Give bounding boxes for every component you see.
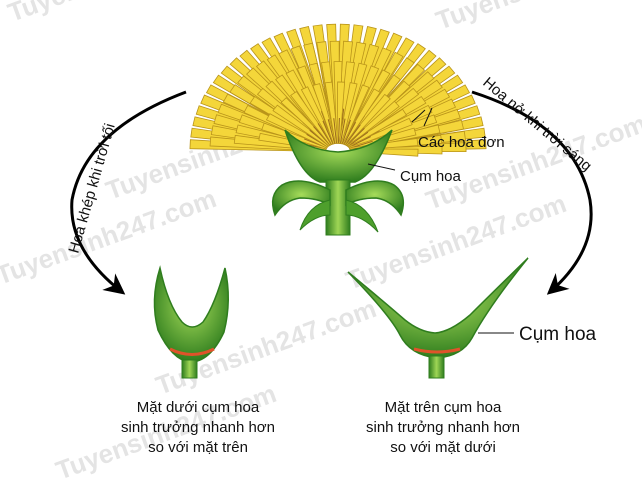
floret-stalk <box>345 124 361 146</box>
floret-stalk <box>333 118 338 144</box>
right-caption-line-1: Mặt trên cụm hoa <box>385 399 502 416</box>
arrow-close-at-night <box>70 90 187 295</box>
floret-stalk <box>343 121 357 145</box>
closed-inflorescence-body <box>153 265 230 363</box>
floret-stalk <box>348 136 371 148</box>
open-inflorescence-stem <box>428 355 445 379</box>
closed-inflorescence-stem <box>181 359 198 379</box>
flower-petals <box>189 23 487 157</box>
flower-bract-left <box>271 180 331 217</box>
right-caption-line-2: sinh trưởng nhanh hơn <box>366 419 520 436</box>
closed-growth-zone <box>169 347 215 356</box>
floret-stalk <box>347 131 369 147</box>
left-caption-line-2: sinh trưởng nhanh hơn <box>121 419 275 436</box>
label-inflorescence-right: Cụm hoa <box>519 324 597 345</box>
open-inflorescence <box>347 257 529 379</box>
floret-stalk <box>327 119 336 144</box>
closed-inflorescence <box>153 265 230 379</box>
open-inflorescence-body <box>347 257 529 359</box>
right-caption: Mặt trên cụm hoa sinh trưởng nhanh hơn s… <box>366 399 520 456</box>
label-single-flowers: Các hoa đơn <box>418 134 505 151</box>
floret-stalk <box>322 120 334 145</box>
open-flower-illustration <box>189 23 487 236</box>
flower-bract-inner-right <box>345 199 379 233</box>
watermark: Tuyensinh247.com <box>4 0 232 28</box>
top-label-leaders <box>367 107 433 171</box>
label-inflorescence-top: Cụm hoa <box>400 168 462 185</box>
flower-bract-inner-left <box>299 199 331 231</box>
open-growth-zone <box>413 347 461 354</box>
floret-petal <box>345 100 400 148</box>
right-caption-line-3: so với mặt dưới <box>390 439 496 456</box>
arrow-open-in-light <box>471 90 593 295</box>
left-caption-line-3: so với mặt trên <box>148 439 248 456</box>
floret-stalk <box>346 127 365 146</box>
left-caption-line-1: Mặt dưới cụm hoa <box>137 399 260 416</box>
floret-stalk <box>339 118 346 144</box>
floret-stalk <box>317 123 332 145</box>
watermark: Tuyensinh247.com <box>432 0 642 36</box>
floret-stalk <box>337 118 340 144</box>
floret-stalk <box>341 119 351 144</box>
left-caption: Mặt dưới cụm hoa sinh trưởng nhanh hơn s… <box>121 399 275 456</box>
flower-bract-right <box>345 180 405 217</box>
flower-receptacle <box>284 129 393 183</box>
floret-petal <box>342 88 381 146</box>
floret-petal <box>343 93 391 147</box>
